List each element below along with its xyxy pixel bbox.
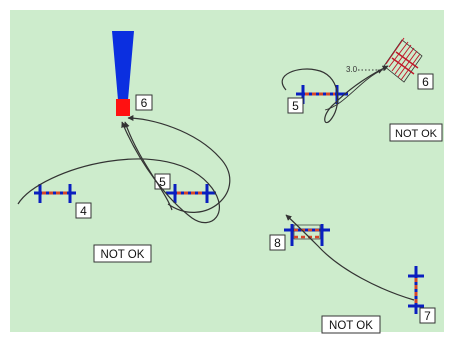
fence-4 (34, 184, 76, 203)
fence-7 (408, 266, 424, 314)
fence-8 (284, 224, 330, 246)
not-ok-bottom-right-label: NOT OK (329, 320, 373, 332)
label-box-fence-7: 7 (419, 307, 436, 324)
label-box-fence-4: 4 (75, 202, 92, 219)
label-box-fence-5-right: 5 (287, 97, 304, 114)
label-box-fence-6-right: 6 (417, 73, 434, 90)
course-background (10, 10, 444, 332)
path-bottom-right (285, 214, 415, 301)
fence-6-right-hatched (383, 37, 423, 83)
label-box-fence-5-center: 5 (154, 173, 171, 190)
label-fence-5-center: 5 (159, 175, 166, 189)
label-box-tower-6: 6 (135, 94, 153, 111)
not-ok-left-label: NOT OK (101, 249, 145, 261)
tower-6-red-base (116, 99, 130, 116)
not-ok-top-right-label: NOT OK (395, 128, 438, 140)
path-right-loop (123, 121, 173, 211)
label-fence-6-right: 6 (422, 75, 429, 89)
path-top-right-approach (324, 69, 383, 111)
label-box-fence-8: 8 (269, 234, 286, 251)
label-tower-6: 6 (141, 96, 148, 110)
label-fence-7: 7 (424, 309, 431, 323)
fence-5-center (166, 184, 216, 203)
path-outer-loop (127, 115, 231, 213)
label-fence-5-right: 5 (292, 99, 299, 113)
tower-6-blue-wing (112, 31, 134, 100)
not-ok-bottom-right-box: NOT OK (321, 315, 381, 334)
not-ok-left-box: NOT OK (93, 244, 152, 263)
label-fence-4: 4 (80, 204, 87, 218)
path-top-right-loop (281, 65, 389, 124)
distance-marker: 3.0 (346, 65, 358, 74)
not-ok-top-right-box: NOT OK (389, 123, 443, 142)
label-fence-8: 8 (274, 236, 281, 250)
